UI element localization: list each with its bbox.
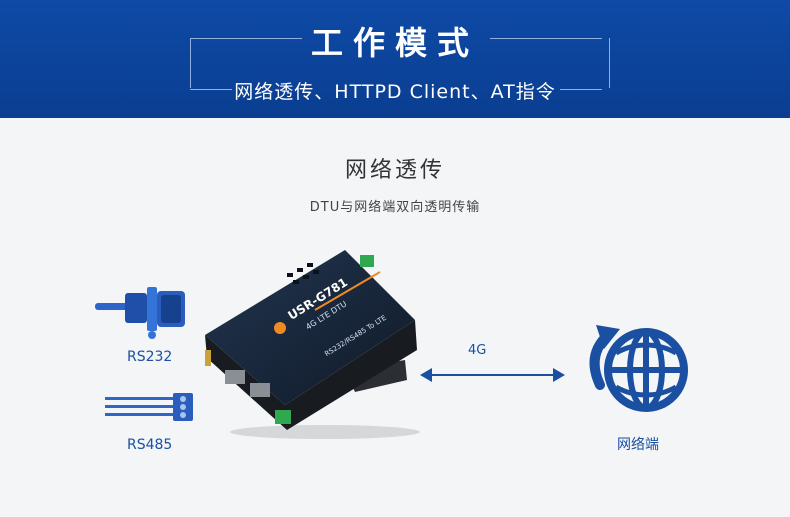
- frame-left: [190, 38, 199, 88]
- double-arrow-icon: [420, 368, 565, 382]
- frame-right: [601, 38, 610, 88]
- dtu-device: [205, 250, 420, 439]
- title-divider-left: [190, 38, 302, 39]
- db9-connector-icon: [95, 287, 185, 339]
- rs232-label: RS232: [127, 349, 173, 365]
- link-label: 4G: [468, 343, 487, 358]
- subtitle-divider-right: [560, 89, 602, 90]
- three-wire-terminal-icon: [105, 393, 193, 421]
- page-subtitle: 网络透传、HTTPD Client、AT指令: [234, 81, 556, 103]
- title-divider-right: [490, 38, 602, 39]
- header-banner: 工作模式 网络透传、HTTPD Client、AT指令: [0, 0, 790, 118]
- subtitle-divider-left: [190, 89, 232, 90]
- section-description: DTU与网络端双向透明传输: [309, 200, 481, 215]
- network-label: 网络端: [617, 437, 659, 453]
- globe-refresh-icon: [589, 325, 688, 412]
- section-title: 网络透传: [344, 158, 445, 183]
- rs485-label: RS485: [127, 437, 173, 453]
- page-title: 工作模式: [310, 24, 479, 62]
